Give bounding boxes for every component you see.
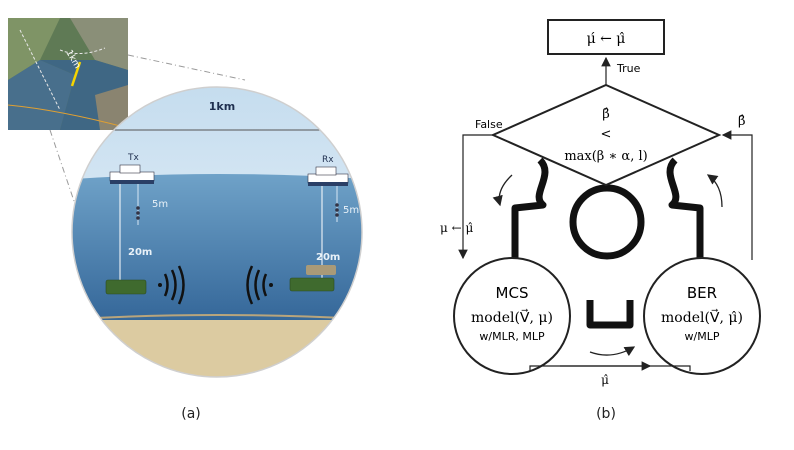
mcs-to-ber-line xyxy=(529,365,691,371)
gear-hub xyxy=(569,184,645,260)
mcs-model-circle xyxy=(453,257,571,375)
condition-line-3: max(β ∗ α, l) xyxy=(564,149,647,164)
bottom-mu-label: μ̂ xyxy=(601,373,609,387)
tx-vessel xyxy=(109,164,155,184)
ber-model-circle xyxy=(643,257,761,375)
distance-label: 1km xyxy=(209,100,235,113)
rotation-arrow-bottom xyxy=(589,346,636,357)
ber-model: model(V⃗, μ̂) xyxy=(661,308,743,326)
condition-line-1: β̂ xyxy=(602,107,610,122)
rx-vessel xyxy=(307,166,349,186)
false-arrow xyxy=(458,134,493,260)
caption-b: (b) xyxy=(596,406,616,422)
scene-circle-border xyxy=(71,86,363,378)
true-label: True xyxy=(616,62,641,75)
mcs-method: w/MLR, MLP xyxy=(479,330,545,343)
rx-modem xyxy=(289,277,335,292)
inset-satellite-map: 1km xyxy=(7,18,129,130)
flowchart: μ́ ← μ̂ True β̂ < max(β ∗ α, l) False μ … xyxy=(440,19,761,422)
gear-outline xyxy=(511,157,704,329)
depth-5m-right: 5m xyxy=(343,205,359,216)
tx-label: Tx xyxy=(127,153,139,163)
caption-a: (a) xyxy=(181,406,201,422)
connector-line-bottom xyxy=(49,129,105,291)
ber-method: w/MLP xyxy=(685,330,720,343)
result-box-label: μ́ ← μ̂ xyxy=(587,31,626,47)
rx-label: Rx xyxy=(322,155,334,165)
ber-title: BER xyxy=(687,284,717,302)
mu-update-label: μ ← μ̂ xyxy=(440,221,473,235)
depth-20m-right: 20m xyxy=(316,252,340,263)
rx-signal-icon xyxy=(246,265,268,305)
beta-input-label: β̂ xyxy=(738,114,746,129)
condition-line-2: < xyxy=(601,127,612,142)
depth-5m-left: 5m xyxy=(152,199,168,210)
rx-frame xyxy=(306,265,336,275)
mcs-model: model(V⃗, μ) xyxy=(471,308,553,326)
rotation-arrow-left xyxy=(492,174,513,207)
testbed-illustration: 1km 1km Tx 5m 20m xyxy=(7,18,363,422)
result-box xyxy=(547,19,665,55)
mcs-title: MCS xyxy=(496,284,529,302)
rotation-arrow-right xyxy=(706,174,723,208)
false-label: False xyxy=(475,118,503,131)
connector-line-top xyxy=(127,54,246,81)
seabed xyxy=(72,320,362,377)
tx-modem xyxy=(105,279,147,295)
tx-signal-icon xyxy=(163,265,185,305)
depth-20m-left: 20m xyxy=(128,247,152,258)
panel-b-flowchart: μ́ ← μ̂ True β̂ < max(β ∗ α, l) False μ … xyxy=(400,0,794,450)
decision-diamond xyxy=(490,83,722,187)
panel-a-testbed: 1km 1km Tx 5m 20m xyxy=(7,18,363,422)
map-link-line xyxy=(70,61,82,87)
beta-input-arrow xyxy=(721,130,753,260)
